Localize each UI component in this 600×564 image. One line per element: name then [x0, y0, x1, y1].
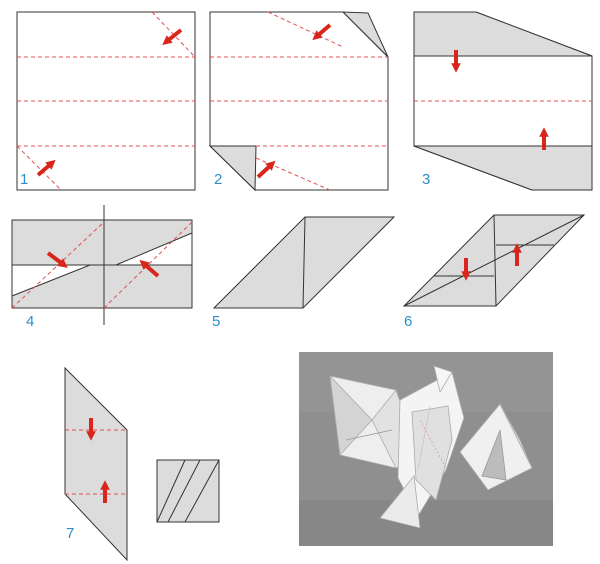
- bottom-flap: [413, 145, 593, 191]
- step-6-diagram: [402, 214, 586, 307]
- fold-arrow: [46, 251, 68, 268]
- step-2-diagram: [208, 11, 389, 192]
- step-1-diagram: [16, 11, 196, 191]
- step-number-3: 3: [422, 171, 431, 188]
- step-3-diagram: [413, 11, 593, 191]
- fold-arrow: [162, 28, 183, 45]
- top-flap: [11, 219, 193, 266]
- top-flap: [413, 11, 593, 57]
- step-number-7: 7: [66, 525, 75, 542]
- crease-line: [167, 459, 201, 523]
- finished-model-photo: [299, 352, 553, 546]
- step-7-diagram: [64, 366, 220, 562]
- fold-arrow: [139, 259, 160, 278]
- folded-corner-flap: [341, 11, 389, 58]
- crease-line: [156, 459, 186, 523]
- crease-line: [403, 214, 585, 307]
- crease-line: [184, 459, 220, 523]
- step-number-5: 5: [212, 313, 221, 330]
- corner-fold-line: [16, 145, 62, 191]
- folded-corner-flap: [208, 145, 257, 192]
- fold-arrow: [312, 23, 332, 41]
- fold-arrow: [256, 160, 276, 179]
- step-number-4: 4: [26, 313, 35, 330]
- origami-model-left: [329, 374, 421, 469]
- step-number-6: 6: [404, 313, 413, 330]
- crease-line: [302, 216, 306, 309]
- fold-arrow: [36, 159, 56, 177]
- origami-model-center: [379, 365, 465, 529]
- step-7-tall-parallelogram: [64, 366, 128, 562]
- finished-square-unit: [156, 459, 220, 523]
- step-number-2: 2: [214, 171, 223, 188]
- origami-model-right: [459, 403, 533, 491]
- step-4-diagram: [11, 205, 193, 325]
- step-5-diagram: [212, 216, 396, 309]
- step-number-1: 1: [20, 171, 29, 188]
